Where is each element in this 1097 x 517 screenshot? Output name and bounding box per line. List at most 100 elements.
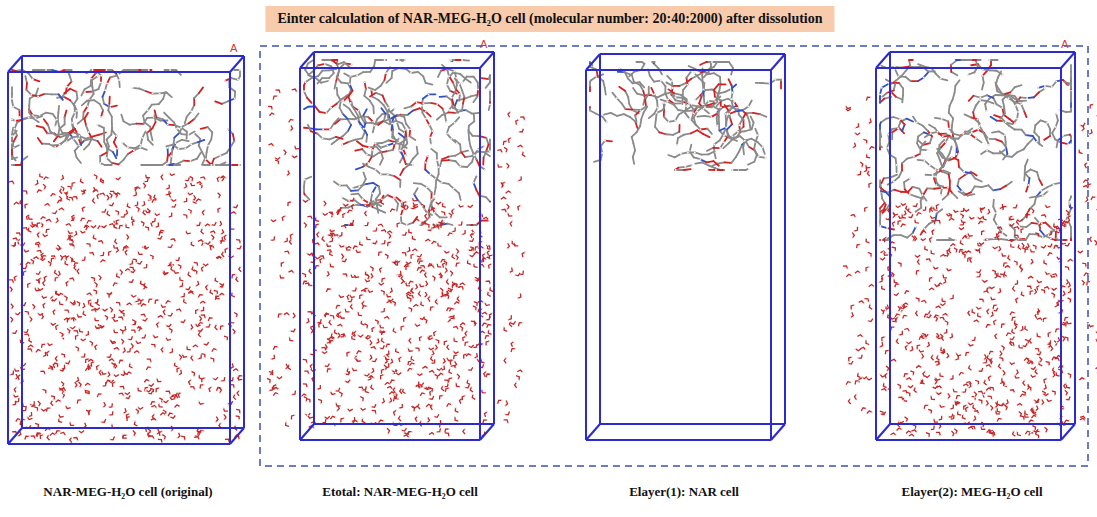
hydrogen-atom xyxy=(59,369,61,371)
molecule-bond xyxy=(349,140,356,142)
hydrogen-atom xyxy=(101,369,103,371)
molecule-bond xyxy=(174,138,175,145)
hydrogen-atom xyxy=(227,128,229,130)
molecule-bond xyxy=(166,145,173,147)
molecule-bond xyxy=(363,199,369,203)
water-molecule xyxy=(114,348,119,351)
molecule-bond xyxy=(206,152,207,159)
hydrogen-atom xyxy=(113,361,115,363)
hydrogen-atom xyxy=(45,69,47,71)
hydrogen-atom xyxy=(194,323,196,325)
hydrogen-atom xyxy=(71,122,73,124)
molecule-bond xyxy=(476,159,479,165)
molecule-bond xyxy=(411,72,418,73)
hydrogen-atom xyxy=(388,107,390,109)
hydrogen-atom xyxy=(32,264,34,266)
hydrogen-atom xyxy=(227,247,229,249)
hydrogen-atom xyxy=(133,149,135,151)
hydrogen-atom xyxy=(100,116,102,118)
molecule-bond xyxy=(145,122,151,126)
hydrogen-atom xyxy=(91,220,93,222)
hydrogen-atom xyxy=(393,197,395,199)
hydrogen-atom xyxy=(156,199,158,201)
molecule-bond xyxy=(413,108,420,110)
hydrogen-atom xyxy=(40,350,42,352)
hydrogen-atom xyxy=(190,143,192,145)
hydrogen-atom xyxy=(190,379,192,381)
hydrogen-atom xyxy=(50,429,52,431)
molecule-bond xyxy=(329,137,336,139)
hydrogen-atom xyxy=(239,413,241,415)
hydrogen-atom xyxy=(19,244,21,246)
molecule-bond xyxy=(89,94,93,100)
water-molecule xyxy=(210,231,215,234)
hydrogen-atom xyxy=(234,393,236,395)
molecule-bond xyxy=(60,140,66,144)
water-molecule xyxy=(24,249,29,252)
hydrogen-atom xyxy=(126,434,128,436)
hydrogen-atom xyxy=(97,344,99,346)
hydrogen-atom xyxy=(70,189,72,191)
molecule-bond xyxy=(77,158,81,163)
hydrogen-atom xyxy=(58,413,60,415)
hydrogen-atom xyxy=(159,92,161,94)
molecule-bond xyxy=(15,120,22,121)
hydrogen-atom xyxy=(39,172,41,174)
hydrogen-atom xyxy=(101,177,103,179)
hydrogen-atom xyxy=(14,120,16,122)
molecule-bond xyxy=(103,90,106,96)
water-molecule xyxy=(133,431,135,437)
hydrogen-atom xyxy=(140,337,142,339)
molecule-bond xyxy=(403,157,405,164)
hydrogen-atom xyxy=(178,286,180,288)
hydrogen-atom xyxy=(123,392,125,394)
hydrogen-atom xyxy=(180,391,182,393)
molecule-bond xyxy=(140,147,147,149)
molecule-bond xyxy=(195,134,200,139)
hydrogen-atom xyxy=(79,327,81,329)
molecule-bond xyxy=(211,132,212,139)
molecule-bond xyxy=(54,136,58,142)
water-molecule xyxy=(209,387,212,392)
hydrogen-atom xyxy=(57,367,59,369)
hydrogen-atom xyxy=(131,373,133,375)
hydrogen-atom xyxy=(148,386,150,388)
molecule-bond xyxy=(44,119,48,125)
hydrogen-atom xyxy=(235,274,237,276)
hydrogen-atom xyxy=(225,240,227,242)
hydrogen-atom xyxy=(122,319,124,321)
molecule-bond xyxy=(231,78,238,80)
hydrogen-atom xyxy=(219,295,221,297)
molecule-bond xyxy=(46,113,53,114)
hydrogen-atom xyxy=(149,380,151,382)
hydrogen-atom xyxy=(193,291,195,293)
hydrogen-atom xyxy=(205,302,207,304)
molecule-bond xyxy=(182,140,189,141)
hydrogen-atom xyxy=(441,182,443,184)
hydrogen-atom xyxy=(167,314,169,316)
hydrogen-atom xyxy=(14,312,16,314)
molecule-bond xyxy=(334,182,340,186)
hydrogen-atom xyxy=(179,406,181,408)
hydrogen-atom xyxy=(16,386,18,388)
hydrogen-atom xyxy=(446,84,448,86)
hydrogen-atom xyxy=(184,179,186,181)
hydrogen-atom xyxy=(66,239,68,241)
hydrogen-atom xyxy=(234,97,236,99)
hydrogen-atom xyxy=(220,288,222,290)
molecule-bond xyxy=(388,174,395,176)
hydrogen-atom xyxy=(102,407,104,409)
hydrogen-atom xyxy=(132,87,134,89)
hydrogen-atom xyxy=(54,125,56,127)
hydrogen-atom xyxy=(178,374,180,376)
hydrogen-atom xyxy=(40,277,42,279)
hydrogen-atom xyxy=(218,241,220,243)
hydrogen-atom xyxy=(182,201,184,203)
hydrogen-atom xyxy=(79,338,81,340)
hydrogen-atom xyxy=(137,406,139,408)
molecule-bond xyxy=(128,150,134,154)
hydrogen-atom xyxy=(198,400,200,402)
hydrogen-atom xyxy=(29,336,31,338)
hydrogen-atom xyxy=(112,373,114,375)
hydrogen-atom xyxy=(49,205,51,207)
